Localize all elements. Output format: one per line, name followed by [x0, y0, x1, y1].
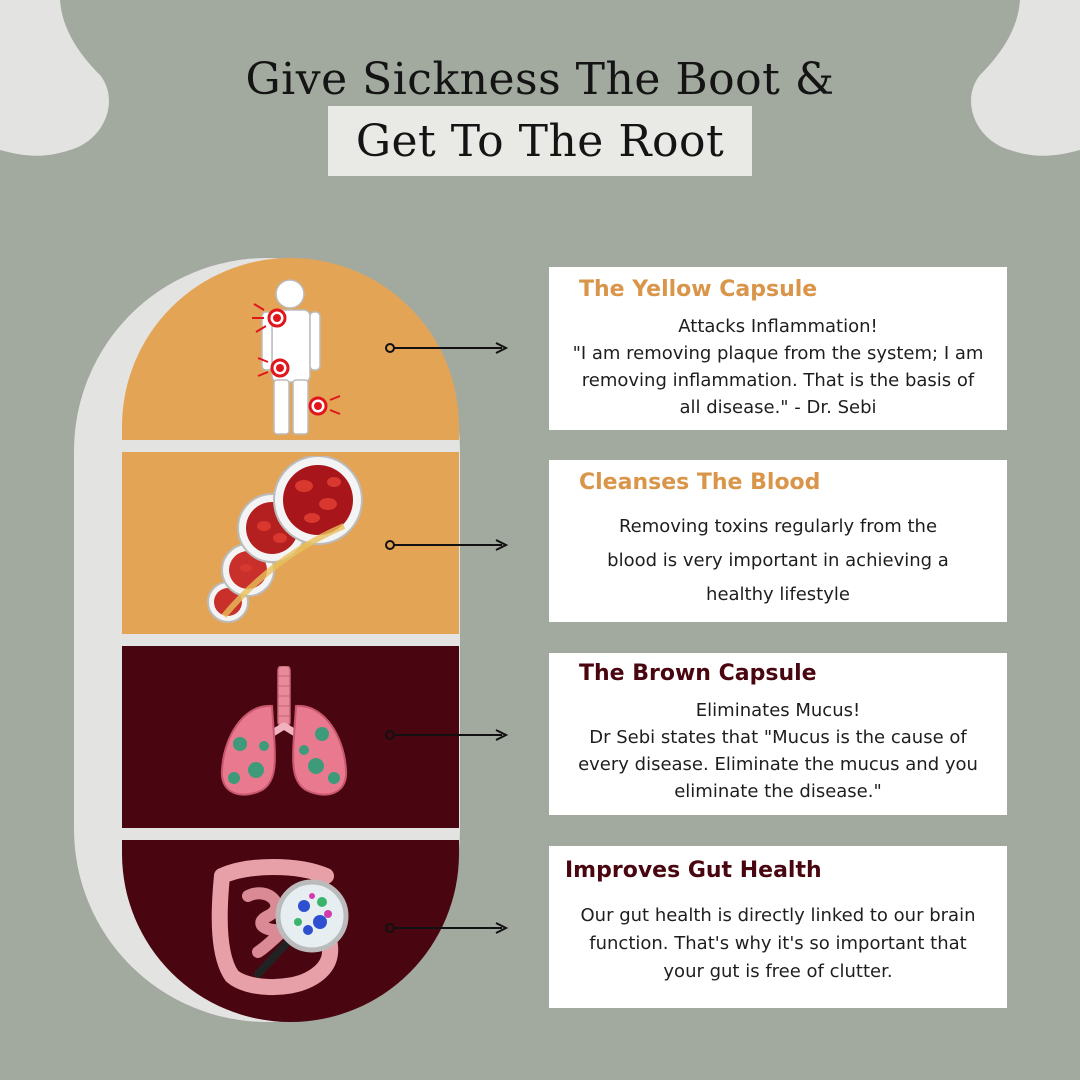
card-body: Removing toxins regularly from the blood… [549, 510, 1007, 612]
decorative-blob-top-left [0, 0, 109, 156]
info-card-gut-health: Improves Gut Health Our gut health is di… [549, 846, 1007, 1008]
info-card-cleanses-blood: Cleanses The Blood Removing toxins regul… [549, 460, 1007, 622]
page-title-highlight: Get To The Root [328, 106, 752, 176]
body-joint-pain-icon [252, 279, 341, 435]
card-body: Our gut health is directly linked to our… [549, 902, 1007, 986]
connector-arrow-4 [385, 922, 509, 934]
card-body: Eliminates Mucus! Dr Sebi states that "M… [549, 697, 1007, 805]
capsule-segment-yellow-2 [122, 452, 459, 634]
card-body-line: eliminate the disease." [674, 781, 882, 802]
card-body-line: Eliminates Mucus! [695, 700, 861, 721]
card-body-line: every disease. Eliminate the mucus and y… [578, 754, 978, 775]
card-body-line: removing inflammation. That is the basis… [581, 370, 975, 391]
card-body-line: function. That's why it's so important t… [589, 933, 967, 954]
info-card-brown-capsule: The Brown Capsule Eliminates Mucus! Dr S… [549, 653, 1007, 815]
card-body-line: blood is very important in achieving a [607, 550, 949, 571]
card-body-line: Our gut health is directly linked to our… [580, 905, 976, 926]
decorative-blob-top-right [971, 0, 1080, 156]
card-body-line: all disease." - Dr. Sebi [679, 397, 877, 418]
card-body-line: "I am removing plaque from the system; I… [572, 343, 984, 364]
card-body-line: Dr Sebi states that "Mucus is the cause … [589, 727, 967, 748]
connector-arrow-2 [385, 539, 509, 551]
card-body-line: Removing toxins regularly from the [618, 516, 938, 537]
card-body-line: Attacks Inflammation! [678, 316, 878, 337]
connector-arrow-1 [385, 342, 509, 354]
intestines-magnifier-icon [211, 859, 349, 995]
page-title-line1: Give Sickness The Boot & [245, 54, 835, 105]
page-title-line2: Get To The Root [355, 115, 725, 167]
info-card-yellow-capsule: The Yellow Capsule Attacks Inflammation!… [549, 267, 1007, 430]
card-heading: The Yellow Capsule [579, 277, 818, 302]
card-body: Attacks Inflammation! "I am removing pla… [549, 313, 1007, 421]
card-heading: Improves Gut Health [565, 858, 822, 883]
card-heading: The Brown Capsule [579, 661, 817, 686]
capsule-segment-brown-1 [122, 646, 459, 828]
blood-vessel-icon [207, 456, 363, 623]
card-heading: Cleanses The Blood [579, 470, 821, 495]
lungs-mucus-icon [220, 666, 348, 796]
connector-arrow-3 [385, 729, 509, 741]
card-body-line: your gut is free of clutter. [663, 961, 893, 982]
card-body-line: healthy lifestyle [706, 584, 850, 605]
